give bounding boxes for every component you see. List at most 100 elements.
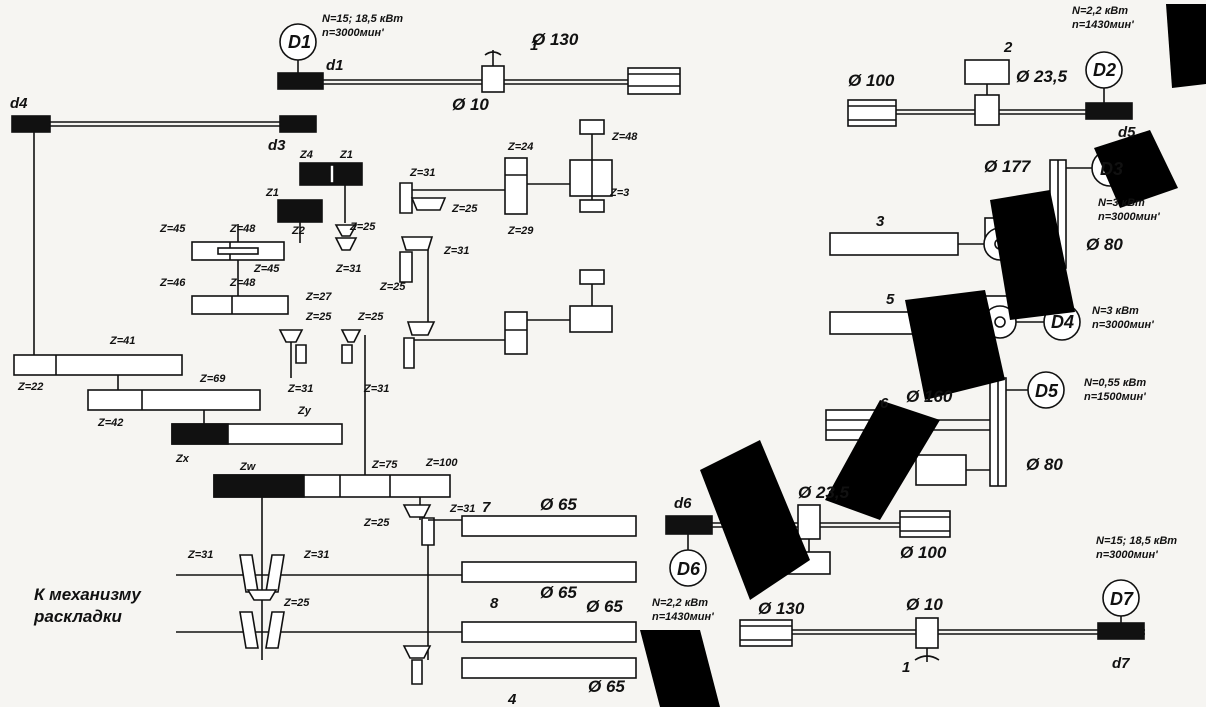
gear-label-z31g: Z=31 (187, 549, 213, 561)
motor-d5-power: N=0,55 кВт (1084, 377, 1146, 389)
gear-z1-z2 (277, 199, 323, 223)
dia-160: Ø 160 (906, 387, 953, 406)
motor-d1-label: D1 (288, 32, 311, 52)
dia-10-bottom: Ø 10 (906, 595, 943, 614)
gear-label-z31f: Z=31 (449, 503, 475, 515)
caption-line-1: К механизму (34, 585, 142, 604)
gear-zw (213, 474, 305, 498)
gear-label-z75: Z=75 (371, 459, 398, 471)
motor-d4-label: D4 (1051, 312, 1074, 332)
gear-label-z22: Z=22 (17, 381, 43, 393)
dia-100-bottom: Ø 100 (900, 543, 947, 562)
gear-label-z48a: Z=48 (611, 131, 638, 143)
num-2: 2 (1003, 39, 1013, 56)
pulley-d4 (11, 115, 51, 133)
gear-label-z27: Z=27 (305, 291, 332, 303)
watermark-stroke-1 (1166, 4, 1206, 88)
gear-label-z69: Z=69 (199, 373, 226, 385)
motor-d7-label: D7 (1110, 589, 1134, 609)
gear-zx (171, 423, 229, 445)
pulley-d6-label: d6 (674, 495, 692, 512)
gear-label-z42: Z=42 (97, 417, 123, 429)
gear-label-z25e: Z=25 (357, 311, 384, 323)
motor-d4-power: N=3 кВт (1092, 305, 1139, 317)
dia-65-d: Ø 65 (588, 677, 625, 696)
motor-d6-speed: n=1430мин' (652, 611, 714, 623)
dia-65-c: Ø 65 (586, 597, 623, 616)
gear-label-z45a: Z=45 (159, 223, 186, 235)
dia-65-b: Ø 65 (540, 583, 577, 602)
gear-label-z25b: Z=25 (349, 221, 376, 233)
pulley-d6 (665, 515, 713, 535)
dia-80-a: Ø 80 (1086, 235, 1123, 254)
gear-label-z25h: Z=25 (283, 597, 310, 609)
gear-label-zy: Zy (297, 405, 312, 417)
gear-label-z1: Z1 (339, 149, 353, 161)
num-4: 4 (507, 691, 517, 707)
gear-label-z4: Z4 (299, 149, 313, 161)
motor-d5-label: D5 (1035, 381, 1059, 401)
pulley-d1 (277, 72, 324, 90)
gear-label-z25g: Z=25 (363, 517, 390, 529)
dia-100-top: Ø 100 (848, 71, 895, 90)
pulley-d4-label: d4 (10, 95, 28, 112)
pulley-d7-label: d7 (1112, 655, 1130, 672)
motor-d4-speed: n=3000мин' (1092, 319, 1154, 331)
gear-label-z31d: Z=31 (287, 383, 313, 395)
dia-235-top: Ø 23,5 (1016, 67, 1068, 86)
gear-label-z3: Z=3 (609, 187, 629, 199)
num-1-bottom: 1 (902, 659, 910, 676)
pulley-d7 (1097, 622, 1145, 640)
gear-label-z24: Z=24 (507, 141, 533, 153)
motor-d1-speed: n=3000мин' (322, 27, 384, 39)
pulley-d5 (1085, 102, 1133, 120)
motor-d2-speed: n=1430мин' (1072, 19, 1134, 31)
pulley-d1-label: d1 (326, 57, 344, 74)
num-1-top: 1 (530, 37, 538, 54)
gear-label-z31e: Z=31 (363, 383, 389, 395)
dia-80-b: Ø 80 (1026, 455, 1063, 474)
motor-d2-power: N=2,2 кВт (1072, 5, 1128, 17)
motor-d1-power: N=15; 18,5 кВт (322, 13, 403, 25)
motor-d7-speed: n=3000мин' (1096, 549, 1158, 561)
motor-d3-power: N=3 кВт (1098, 197, 1145, 209)
dia-65-a: Ø 65 (540, 495, 577, 514)
gear-label-z100: Z=100 (425, 457, 458, 469)
gear-label-z1b: Z1 (265, 187, 279, 199)
gear-label-z48c: Z=48 (229, 277, 256, 289)
gear-label-z31b: Z=31 (335, 263, 361, 275)
num-6: 6 (880, 395, 889, 412)
gear-label-z48b: Z=48 (229, 223, 256, 235)
motor-d5-speed: n=1500мин' (1084, 391, 1146, 403)
gear-label-z31c: Z=31 (443, 245, 469, 257)
bearing-1 (481, 65, 505, 93)
dia-10-top: Ø 10 (452, 95, 489, 114)
gear-label-z25a: Z=25 (451, 203, 478, 215)
gear-label-z25d: Z=25 (305, 311, 332, 323)
num-8: 8 (490, 595, 499, 612)
spool-130-top (627, 67, 681, 95)
num-5: 5 (886, 291, 895, 308)
motor-d2-label: D2 (1093, 60, 1116, 80)
gear-label-z41: Z=41 (109, 335, 135, 347)
motor-d6-power: N=2,2 кВт (652, 597, 708, 609)
num-7: 7 (482, 499, 491, 516)
gear-label-z31a: Z=31 (409, 167, 435, 179)
gear-label-z31h: Z=31 (303, 549, 329, 561)
dia-130-top: Ø 130 (532, 30, 579, 49)
motor-d3-label: D3 (1100, 159, 1123, 179)
gear-label-z45b: Z=45 (253, 263, 280, 275)
num-3: 3 (876, 213, 885, 230)
gear-label-z2: Z2 (291, 225, 305, 237)
motor-d7-power: N=15; 18,5 кВт (1096, 535, 1177, 547)
motor-d6-label: D6 (677, 559, 701, 579)
gear-label-z29: Z=29 (507, 225, 534, 237)
gear-label-z25c: Z=25 (379, 281, 406, 293)
pulley-d3-label: d3 (268, 137, 286, 154)
dia-235-bottom: Ø 23,5 (798, 483, 850, 502)
motor-d3-speed: n=3000мин' (1098, 211, 1160, 223)
pulley-d3 (279, 115, 317, 133)
caption-line-2: раскладки (33, 607, 122, 626)
